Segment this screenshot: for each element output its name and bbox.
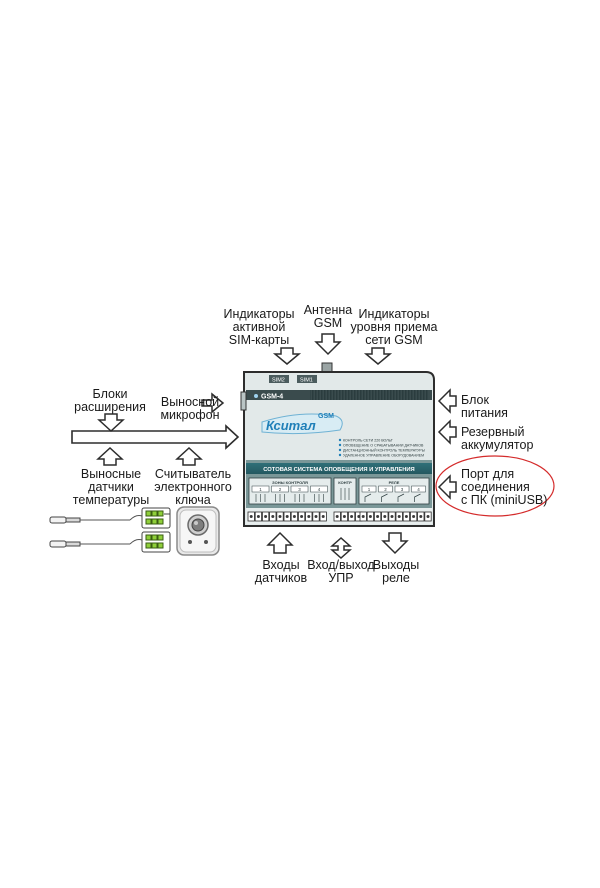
terminal-screw-head (342, 515, 346, 518)
zones-block: ЗОНЫ КОНТРОЛЯ 1 2 3 4 (248, 477, 332, 505)
brand-name: Кситал (266, 418, 316, 433)
usb-highlight-ellipse (435, 455, 555, 517)
signal-stripes (310, 390, 428, 400)
zone-number: 1 (259, 487, 262, 492)
terminal-screw-head (412, 515, 416, 518)
terminal-screw-head (397, 515, 401, 518)
temp-sensor-2 (49, 531, 171, 553)
terminal-screw-head (285, 515, 289, 518)
expansion-arrow (71, 424, 240, 450)
expansion-down-arrow (97, 413, 125, 433)
sim1-label: SIM1 (300, 378, 313, 384)
terminal-screw-head (307, 515, 311, 518)
control-block: КОНТР (333, 477, 357, 505)
terminal-screw-head (404, 515, 408, 518)
relay-cell (378, 485, 393, 493)
control-title: КОНТР (338, 480, 352, 485)
terminal-screw-head (426, 515, 430, 518)
battery-arrow (437, 419, 457, 445)
device-model: GSM-4 (261, 394, 283, 401)
zone-cell (310, 485, 328, 493)
key-reader-arrow (175, 446, 203, 466)
terminal-screw-head (368, 515, 372, 518)
zone-number: 3 (298, 487, 301, 492)
terminal-screw-head (256, 515, 260, 518)
terminal-screw-head (278, 515, 282, 518)
device-banner (246, 463, 432, 474)
zone-number: 2 (279, 487, 282, 492)
feature-4: УДАЛЕННОЕ УПРАВЛЕНИЕ ОБОРУДОВАНИЕМ (343, 454, 424, 458)
key-reader (176, 506, 220, 556)
zone-cell (271, 485, 289, 493)
level-indicators-arrow (363, 347, 393, 365)
device-banner-text: СОТОВАЯ СИСТЕМА ОПОВЕЩЕНИЯ И УПРАВЛЕНИЯ (263, 467, 414, 473)
relay-switch-mark (364, 493, 372, 502)
zone-cell (290, 485, 309, 493)
terminal-screw-head (335, 515, 339, 518)
feature-1: КОНТРОЛЬ СЕТИ 220 ВОЛЬТ (343, 439, 394, 443)
terminal-screw-head (271, 515, 275, 518)
terminal-screw-head (357, 515, 361, 518)
brand-logo: Кситал GSM (261, 413, 343, 435)
feature-3: ДИСТАНЦИОННЫЙ КОНТРОЛЬ ТЕМПЕРАТУРЫ (343, 449, 425, 453)
relay-cell (394, 485, 410, 493)
zone-number: 4 (318, 487, 321, 492)
relay-cell (361, 485, 377, 493)
sim-indicators-arrow (272, 347, 302, 365)
terminal-screw-head (314, 515, 318, 518)
relay-number: 1 (368, 487, 371, 492)
zones-title: ЗОНЫ КОНТРОЛЯ (272, 480, 308, 485)
terminal-screw-head (419, 515, 423, 518)
terminal-screw-head (361, 515, 365, 518)
terminal-screw-head (249, 515, 253, 518)
terminal-screw-head (383, 515, 387, 518)
temp-sensors-arrow (96, 446, 124, 466)
relay-outputs-arrow (381, 532, 409, 555)
relay-title: РЕЛЕ (389, 480, 400, 485)
relay-switch-mark (381, 493, 388, 502)
antenna-arrow (314, 333, 342, 356)
device-side-notch (240, 391, 247, 411)
terminal-screw-head (264, 515, 268, 518)
terminal-screw-head (350, 515, 354, 518)
sensor-inputs-arrow (266, 531, 294, 554)
io-upr-arrow (330, 536, 352, 560)
relay-number: 2 (384, 487, 387, 492)
gsm-device: GSM-4 SIM2 SIM1 Кситал GSM КОНТРОЛЬ СЕТИ… (240, 362, 435, 527)
terminal-screw-head (376, 515, 380, 518)
feature-2: ОПОВЕЩЕНИЕ О СРАБАТЫВАНИИ ДАТЧИКОВ (343, 444, 424, 448)
relay-switch-mark (397, 493, 405, 502)
feature-list: КОНТРОЛЬ СЕТИ 220 ВОЛЬТ ОПОВЕЩЕНИЕ О СРА… (338, 439, 425, 458)
relay-block: РЕЛЕ 1 2 3 4 (358, 477, 430, 505)
usb-arrow (437, 474, 457, 500)
zone-cell (251, 485, 270, 493)
terminal-screw-head (321, 515, 325, 518)
relay-number: 3 (401, 487, 404, 492)
terminal-screw-head (292, 515, 296, 518)
sim2-label: SIM2 (272, 378, 285, 384)
microphone-arrow (201, 392, 225, 414)
power-arrow (437, 388, 457, 414)
relay-switch-mark (414, 493, 421, 502)
terminal-screw-head (390, 515, 394, 518)
brand-gsm: GSM (318, 413, 334, 420)
temp-sensor-1 (49, 507, 171, 529)
relay-cell (411, 485, 426, 493)
relay-number: 4 (417, 487, 420, 492)
terminal-screw-head (300, 515, 304, 518)
